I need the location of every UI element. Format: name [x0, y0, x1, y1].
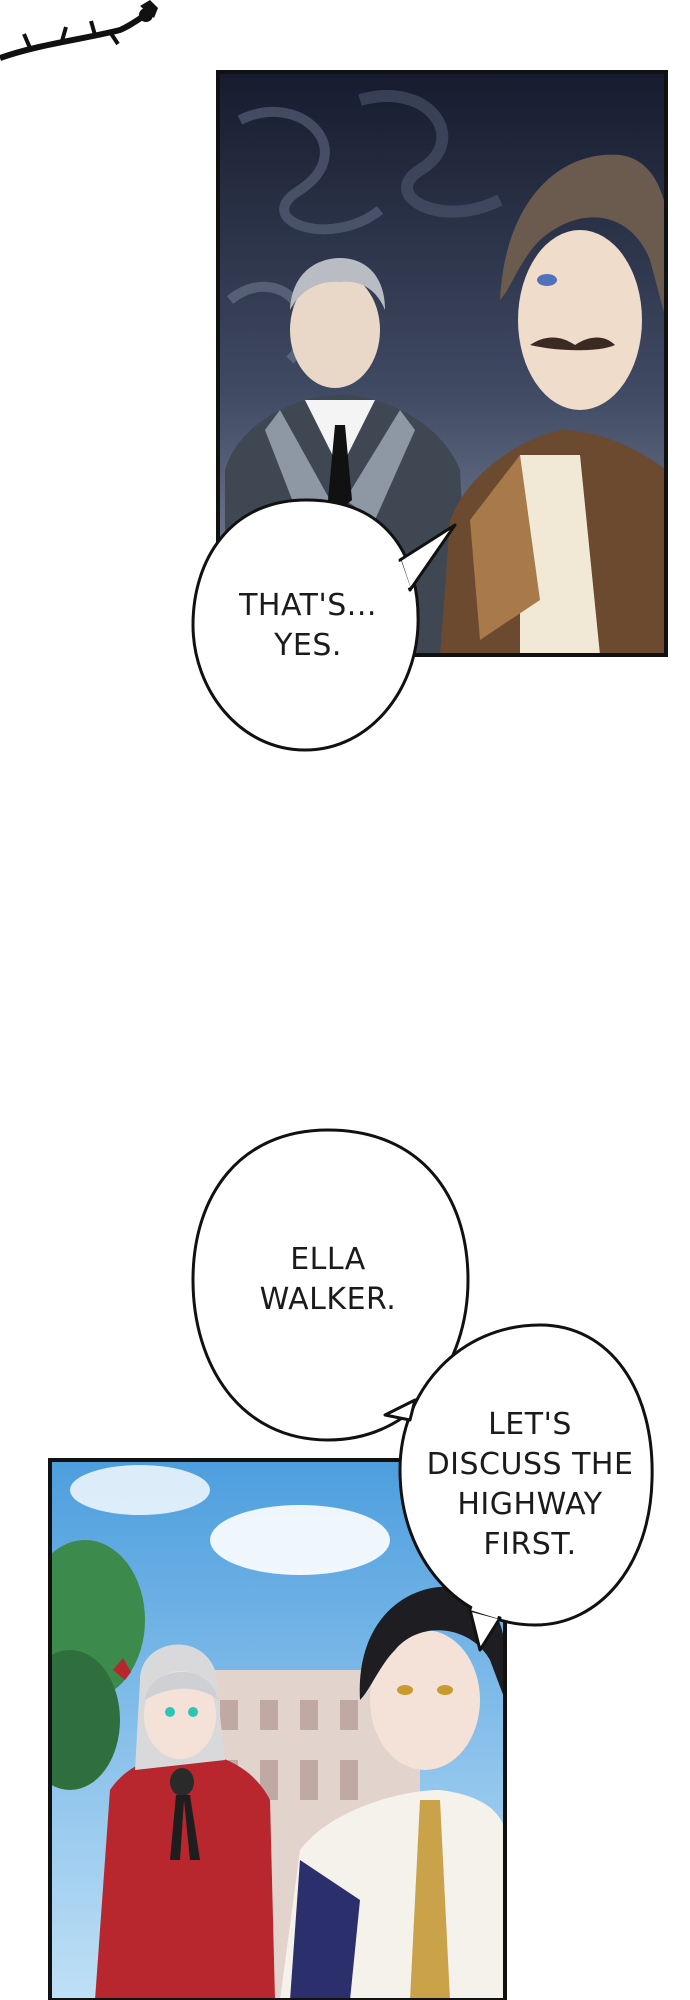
- bubble-3-line-1: LET'S: [488, 1407, 572, 1442]
- speech-bubble-3-text: LET'S DISCUSS THE HIGHWAY FIRST.: [415, 1405, 645, 1565]
- bubble-2-line-2: WALKER.: [259, 1282, 397, 1317]
- bubble-3-line-2: DISCUSS THE: [426, 1447, 634, 1482]
- speech-bubble-2-text: ELLA WALKER.: [223, 1240, 433, 1320]
- speech-bubble-3-shape: [398, 1323, 654, 1627]
- bubble-1-line-2: YES.: [274, 628, 342, 663]
- speech-bubble-1-text: THAT'S... YES.: [213, 586, 403, 666]
- bubble-3-line-4: FIRST.: [483, 1527, 577, 1562]
- bubble-2-line-1: ELLA: [290, 1242, 366, 1277]
- bubble-1-line-1: THAT'S...: [239, 588, 377, 623]
- bubble-3-line-3: HIGHWAY: [457, 1487, 603, 1522]
- speech-bubble-2-shape: [191, 1128, 470, 1442]
